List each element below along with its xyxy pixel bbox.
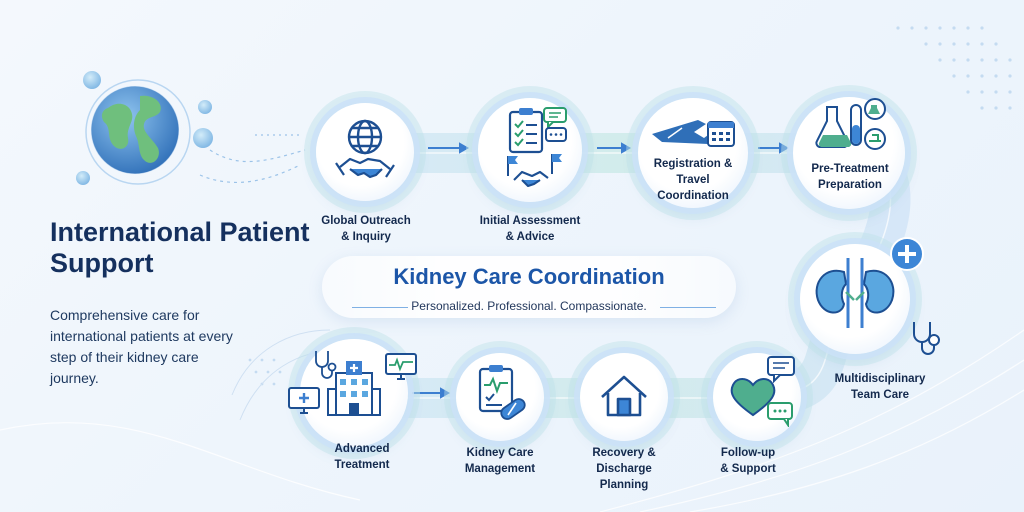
step-label-registration-travel: Registration & Travel Coordination <box>653 158 733 202</box>
step-label-multidisciplinary: Multidisciplinary Team Care <box>834 373 926 401</box>
step-label-recovery-discharge: Recovery & Discharge Planning <box>592 447 656 491</box>
flow-arrows <box>412 142 790 399</box>
calendar-icon <box>707 121 735 147</box>
handshake-icon <box>335 157 395 179</box>
medical-chart-icon <box>478 365 514 413</box>
flags-icon <box>507 154 562 176</box>
step-label-kidney-care-management: Kidney Care Management <box>464 447 536 475</box>
stethoscope-icon <box>913 322 940 355</box>
monitor-icon <box>288 387 320 414</box>
lab-flask-icon <box>815 106 852 149</box>
step-label-initial-assessment: Initial Assessment & Advice <box>479 215 581 243</box>
center-title: Kidney Care Coordination <box>393 264 665 289</box>
monitor-icon <box>385 353 417 380</box>
chat-icon <box>767 402 793 427</box>
step-label-follow-up: Follow-up & Support <box>720 447 776 475</box>
airplane-icon <box>652 120 718 144</box>
handshake-icon <box>513 170 549 188</box>
page-subtitle: Comprehensive care for international pat… <box>50 307 233 386</box>
step-multidisciplinary <box>800 244 910 354</box>
step-global-outreach <box>316 103 414 201</box>
globe-icon <box>347 119 383 155</box>
clipboard-checklist-icon <box>508 108 544 154</box>
divider-left <box>352 307 408 308</box>
hospital-icon <box>327 361 381 416</box>
step-recovery-discharge <box>580 353 668 441</box>
test-tube-icon <box>850 104 862 146</box>
home-icon <box>601 375 647 417</box>
center-tagline: Personalized. Professional. Compassionat… <box>411 299 647 313</box>
kidneys-icon <box>815 258 895 328</box>
step-pre-treatment <box>793 97 905 209</box>
step-label-pre-treatment: Pre-Treatment Preparation <box>811 163 889 191</box>
page-title: International Patient Support <box>50 217 310 278</box>
globe-logo <box>76 71 213 185</box>
chat-icon <box>767 356 795 383</box>
divider-right <box>660 307 716 308</box>
step-label-global-outreach: Global Outreach & Inquiry <box>321 215 411 243</box>
medical-cross-icon <box>890 237 924 271</box>
step-initial-assessment <box>478 98 582 202</box>
pill-icon <box>500 398 526 420</box>
step-kidney-care-management <box>456 353 544 441</box>
chat-icon <box>543 107 567 142</box>
step-registration-travel <box>638 98 748 208</box>
step-label-advanced-treatment: Advanced Treatment <box>334 443 390 471</box>
stethoscope-icon <box>315 351 337 379</box>
step-follow-up <box>713 353 801 441</box>
heart-icon <box>730 378 776 417</box>
